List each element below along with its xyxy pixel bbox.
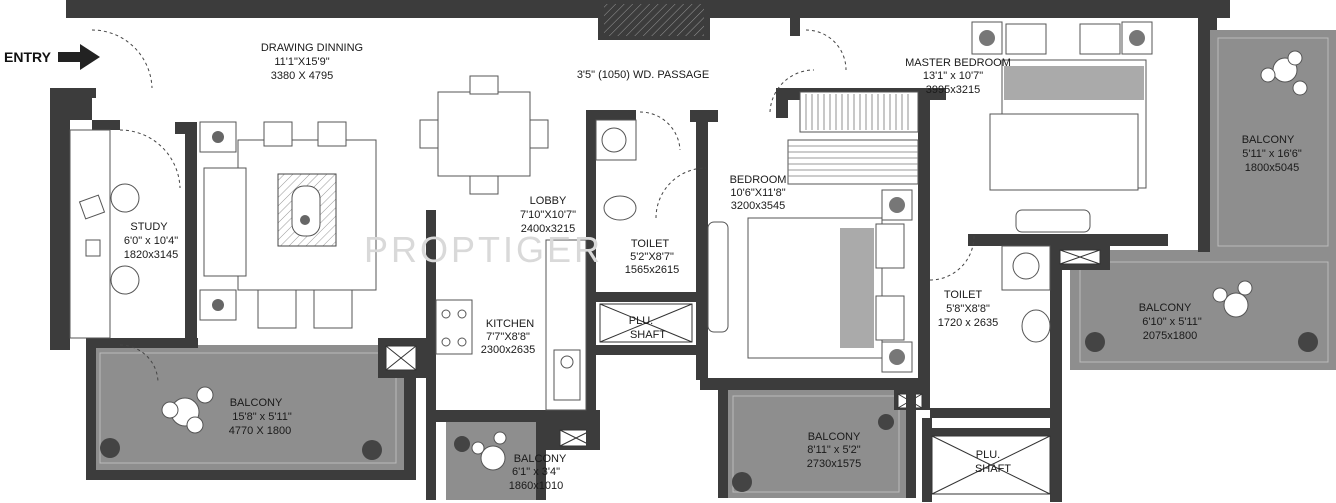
room-dims-metric: 1820x3145 xyxy=(124,249,178,261)
room-bedroom: BEDROOM 10'6"X11'8" 3200x3545 xyxy=(730,174,787,212)
room-name: DRAWING DINNING xyxy=(261,42,363,54)
room-dims-imperial: 15'8" x 5'11" xyxy=(232,411,292,423)
room-dims-metric: 3995x3215 xyxy=(926,84,980,96)
furniture xyxy=(69,21,1318,492)
shaft-label-line1: PLU. xyxy=(629,315,653,327)
room-name: MASTER BEDROOM xyxy=(905,57,1011,69)
walls xyxy=(50,0,1230,502)
sofa xyxy=(203,167,247,277)
passage: 3'5" (1050) WD. PASSAGE xyxy=(577,69,709,81)
balcony-left: BALCONY 15'8" x 5'11" 4770 X 1800 xyxy=(229,397,292,437)
passage-label: 3'5" (1050) WD. PASSAGE xyxy=(577,69,709,81)
dining-table xyxy=(437,91,531,177)
balcony-right-bottom-area xyxy=(1070,250,1336,370)
room-dims-metric: 1860x1010 xyxy=(509,480,563,492)
room-name: LOBBY xyxy=(530,195,567,207)
wardrobes xyxy=(787,91,919,185)
entry-label: ENTRY xyxy=(4,49,52,65)
room-dims-imperial: 6'0" x 10'4" xyxy=(124,235,178,247)
door-swings xyxy=(91,29,975,384)
room-name: TOILET xyxy=(631,238,670,250)
study-desk xyxy=(69,129,111,339)
room-dims-imperial: 8'11" x 5'2" xyxy=(807,444,860,456)
room-name: BALCONY xyxy=(808,431,861,443)
rug xyxy=(237,139,377,291)
room-name: STUDY xyxy=(130,221,168,233)
room-drawing-dinning: DRAWING DINNING 11'1"X15'9" 3380 X 4795 xyxy=(261,42,363,82)
room-name: BALCONY xyxy=(514,453,567,465)
plu-shaft-1: PLU. SHAFT xyxy=(629,315,667,341)
room-dims-imperial: 6'1" x 3'4" xyxy=(512,466,560,478)
room-name: BALCONY xyxy=(230,397,283,409)
room-lobby: LOBBY 7'10"X10'7" 2400x3215 xyxy=(520,195,576,235)
room-dims-metric: 2075x1800 xyxy=(1143,330,1197,342)
room-toilet-2: TOILET 5'8"X8'8" 1720 x 2635 xyxy=(938,289,999,329)
room-dims-imperial: 7'7"X8'8" xyxy=(486,331,530,343)
room-dims-metric: 2730x1575 xyxy=(807,458,861,470)
room-dims-metric: 1565x2615 xyxy=(625,264,679,276)
balcony-kitchen: BALCONY 6'1" x 3'4" 1860x1010 xyxy=(509,453,567,492)
shaft-label-line2: SHAFT xyxy=(975,463,1011,475)
room-dims-imperial: 11'1"X15'9" xyxy=(274,56,329,68)
shaft-label-line1: PLU. xyxy=(976,449,1000,461)
shaft-label-line2: SHAFT xyxy=(630,329,666,341)
room-name: KITCHEN xyxy=(486,318,534,330)
balcony-right-bottom: BALCONY 6'10" x 5'11" 2075x1800 xyxy=(1139,302,1202,342)
room-kitchen: KITCHEN 7'7"X8'8" 2300x2635 xyxy=(481,318,535,356)
room-dims-imperial: 5'2"X8'7" xyxy=(630,251,674,263)
balcony-areas xyxy=(92,30,1336,500)
balcony-bedroom-area xyxy=(725,388,907,498)
room-dims-imperial: 7'10"X10'7" xyxy=(520,209,576,221)
entry-arrow-icon xyxy=(58,44,100,70)
balcony-right-top: BALCONY 5'11" x 16'6" 1800x5045 xyxy=(1242,134,1302,174)
balcony-bedroom: BALCONY 8'11" x 5'2" 2730x1575 xyxy=(807,431,861,470)
room-dims-metric: 3200x3545 xyxy=(731,200,785,212)
room-name: BALCONY xyxy=(1242,134,1295,146)
room-toilet-1: TOILET 5'2"X8'7" 1565x2615 xyxy=(625,238,679,276)
room-dims-imperial: 6'10" x 5'11" xyxy=(1142,316,1202,328)
plu-shaft-2: PLU. SHAFT xyxy=(975,449,1011,475)
room-name: BALCONY xyxy=(1139,302,1192,314)
room-dims-metric: 3380 X 4795 xyxy=(271,70,333,82)
room-dims-imperial: 5'11" x 16'6" xyxy=(1242,148,1302,160)
room-dims-metric: 4770 X 1800 xyxy=(229,425,291,437)
room-dims-imperial: 5'8"X8'8" xyxy=(946,303,990,315)
room-dims-metric: 1800x5045 xyxy=(1245,162,1299,174)
room-name: BEDROOM xyxy=(730,174,787,186)
watermark: PROPTIGER xyxy=(364,229,603,270)
balcony-left-area xyxy=(92,345,404,470)
room-name: TOILET xyxy=(944,289,983,301)
room-dims-metric: 2300x2635 xyxy=(481,344,535,356)
room-study: STUDY 6'0" x 10'4" 1820x3145 xyxy=(124,221,178,261)
room-dims-imperial: 13'1" x 10'7" xyxy=(923,70,983,82)
room-dims-metric: 2400x3215 xyxy=(521,223,575,235)
room-dims-metric: 1720 x 2635 xyxy=(938,317,999,329)
room-master-bedroom: MASTER BEDROOM 13'1" x 10'7" 3995x3215 xyxy=(905,57,1011,96)
room-dims-imperial: 10'6"X11'8" xyxy=(730,187,785,199)
